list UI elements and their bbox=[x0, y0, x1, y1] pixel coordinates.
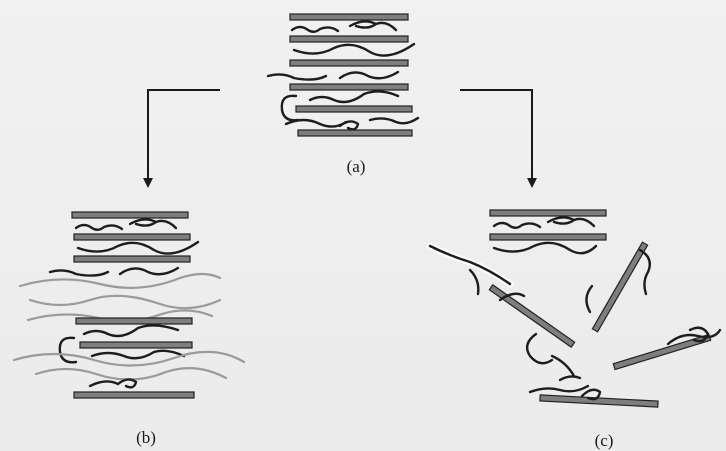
chain bbox=[130, 219, 176, 228]
chain bbox=[78, 242, 198, 254]
chain bbox=[50, 270, 108, 275]
platelet bbox=[290, 84, 408, 90]
chain bbox=[560, 376, 580, 380]
platelet bbox=[74, 392, 194, 398]
polymer-chain bbox=[20, 274, 220, 288]
arrowhead bbox=[527, 178, 537, 188]
polymer-chain bbox=[36, 368, 226, 379]
platelet bbox=[80, 342, 192, 348]
arrowhead bbox=[143, 178, 153, 188]
chain bbox=[586, 286, 592, 312]
chain bbox=[286, 120, 346, 127]
platelet bbox=[592, 242, 647, 332]
chain bbox=[118, 379, 136, 387]
chain bbox=[120, 268, 178, 274]
chain bbox=[552, 356, 574, 376]
panel-c-label: (c) bbox=[595, 431, 614, 450]
platelet bbox=[296, 106, 412, 112]
platelet bbox=[290, 14, 408, 20]
arrow-to-b bbox=[143, 90, 220, 188]
chain bbox=[90, 381, 118, 386]
chain bbox=[548, 217, 594, 226]
panel-b-intercalated bbox=[14, 212, 244, 398]
panel-b-label: (b) bbox=[136, 428, 156, 447]
platelet bbox=[290, 36, 408, 42]
arrow-line bbox=[460, 90, 532, 180]
tilted-platelet-group bbox=[592, 242, 647, 332]
chain bbox=[84, 325, 178, 336]
chain bbox=[340, 72, 398, 78]
chain bbox=[494, 243, 596, 253]
panel-a-label: (a) bbox=[347, 157, 366, 176]
chain bbox=[494, 223, 540, 228]
panel-a-stack bbox=[268, 14, 418, 136]
chain bbox=[92, 351, 184, 359]
chain bbox=[60, 338, 76, 363]
platelet bbox=[290, 60, 408, 66]
chain bbox=[530, 386, 588, 392]
chain bbox=[76, 225, 122, 230]
chain bbox=[527, 334, 552, 363]
chain bbox=[310, 91, 398, 102]
chain bbox=[268, 74, 326, 79]
platelet bbox=[74, 234, 190, 240]
arrow-to-c bbox=[460, 90, 537, 188]
arrow-line bbox=[148, 90, 220, 180]
chain bbox=[294, 44, 414, 56]
platelet bbox=[298, 130, 412, 136]
platelet bbox=[490, 234, 606, 240]
platelet bbox=[490, 210, 606, 216]
chain bbox=[370, 118, 418, 123]
platelet bbox=[76, 318, 192, 324]
polymer-chain bbox=[30, 296, 220, 308]
panel-c-exfoliated bbox=[430, 210, 720, 407]
platelet bbox=[72, 212, 188, 218]
chain bbox=[470, 270, 478, 294]
platelet bbox=[74, 256, 190, 262]
chain bbox=[350, 21, 396, 30]
chain bbox=[292, 27, 338, 32]
